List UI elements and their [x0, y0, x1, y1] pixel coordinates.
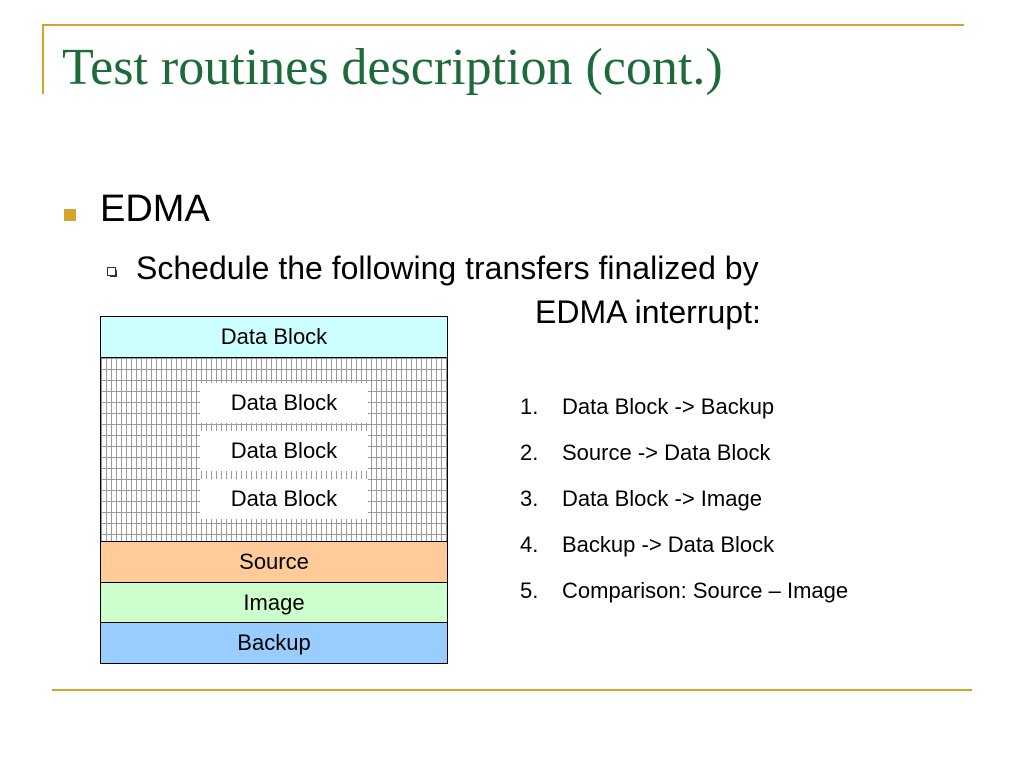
inner-data-block-2: Data Block — [200, 431, 368, 471]
inner-data-block-3: Data Block — [200, 479, 368, 519]
bullet-edma: EDMA — [100, 188, 210, 230]
sub-bullet-line-1: Schedule the following transfers finaliz… — [136, 250, 759, 286]
memory-backup: Backup — [101, 623, 447, 663]
step-number: 1. — [520, 394, 539, 419]
step-text: Source -> Data Block — [562, 440, 771, 465]
checkbox-bullet-icon — [107, 267, 117, 277]
memory-image: Image — [101, 583, 447, 623]
step-text: Backup -> Data Block — [562, 532, 775, 557]
step-text: Data Block -> Backup — [562, 394, 775, 419]
inner-data-block-1: Data Block — [200, 383, 368, 423]
step-number: 3. — [520, 486, 539, 511]
square-bullet-icon — [64, 209, 76, 221]
frame-bottom-rule — [52, 689, 972, 691]
memory-source: Source — [101, 542, 447, 583]
step-text: Comparison: Source – Image — [562, 578, 849, 603]
frame-top-rule — [42, 24, 964, 26]
memory-map-diagram: Data Block Data Block Data Block Data Bl… — [100, 316, 448, 664]
step-number: 4. — [520, 532, 539, 557]
memory-grid-region: Data Block Data Block Data Block — [101, 358, 447, 542]
slide-title: Test routines description (cont.) — [62, 39, 723, 96]
step-number: 5. — [520, 578, 539, 603]
step-text: Data Block -> Image — [562, 486, 762, 511]
step-number: 2. — [520, 440, 539, 465]
memory-data-block-top: Data Block — [101, 317, 447, 358]
sub-bullet-line-2: EDMA interrupt: — [535, 294, 761, 330]
frame-left-rule — [42, 24, 44, 94]
